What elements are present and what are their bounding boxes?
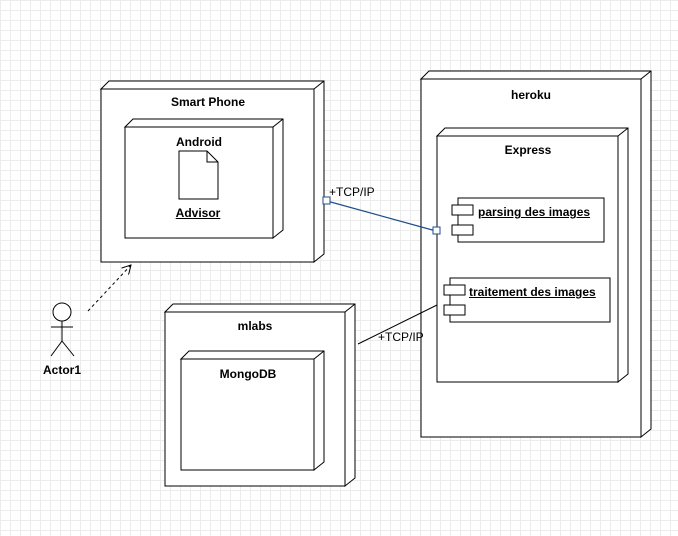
mlabs-title: mlabs: [237, 319, 273, 333]
express-node[interactable]: [435, 127, 629, 384]
smart-phone-title: Smart Phone: [170, 95, 246, 109]
mongodb-title: MongoDB: [219, 367, 277, 381]
component-port-icon: [451, 224, 474, 236]
traitement-component[interactable]: [443, 277, 611, 323]
heroku-title: heroku: [510, 88, 552, 102]
mlabs-express-link-label: +TCP/IP: [378, 330, 424, 344]
component-port-icon: [451, 204, 474, 216]
parsing-component-label[interactable]: parsing des images: [478, 205, 591, 219]
actor-name: Actor1: [42, 363, 82, 377]
traitement-component-label[interactable]: traitement des images: [469, 285, 596, 299]
actor-icon[interactable]: [50, 302, 75, 357]
actor-dependency-arrow[interactable]: [87, 265, 131, 312]
component-port-icon: [443, 304, 466, 316]
mongodb-node[interactable]: [179, 350, 325, 472]
link-handle: [322, 196, 331, 205]
component-port-icon: [443, 284, 466, 296]
advisor-artifact-label[interactable]: Advisor: [175, 206, 221, 220]
parsing-component[interactable]: [451, 197, 605, 243]
link-handle: [432, 226, 441, 235]
phone-express-link-label: +TCP/IP: [329, 185, 375, 199]
mlabs-express-link[interactable]: [357, 304, 438, 345]
android-title: Android: [176, 135, 222, 149]
document-icon: [178, 150, 219, 200]
phone-express-link[interactable]: [322, 196, 441, 235]
express-title: Express: [504, 143, 552, 157]
